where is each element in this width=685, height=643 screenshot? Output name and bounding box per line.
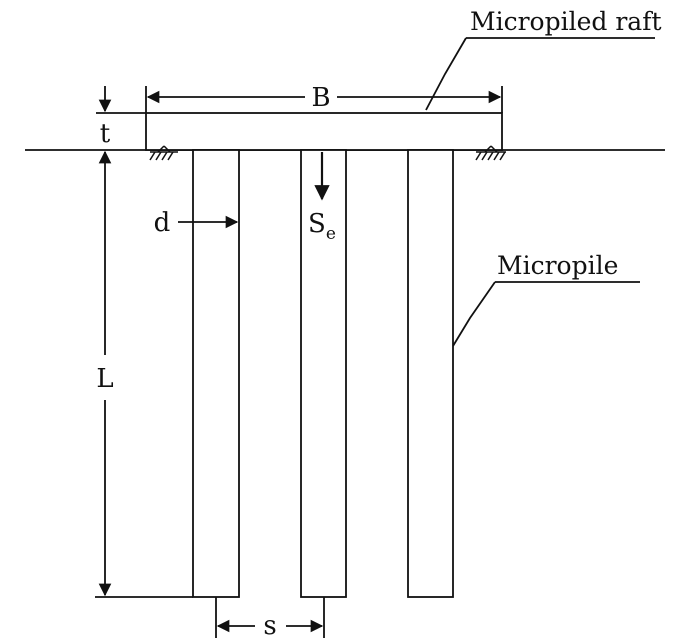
pile-callout-leader <box>452 281 496 347</box>
micropile-left <box>192 149 240 598</box>
pile-length-label: L <box>96 364 113 394</box>
raft-width-label: B <box>311 83 330 113</box>
micropile-right <box>407 149 454 598</box>
raft-callout-leader <box>425 37 467 111</box>
raft-slab <box>145 112 503 151</box>
support-hatch-right <box>475 145 506 161</box>
support-hatch-left <box>149 145 178 161</box>
settlement-subscript: e <box>326 224 336 244</box>
pile-diameter-label: d <box>154 208 171 238</box>
raft-thickness-label: t <box>100 119 111 149</box>
pile-spacing-label: s <box>263 611 276 641</box>
settlement-main-text: S <box>308 209 326 239</box>
pile-callout-label: Micropile <box>497 251 618 280</box>
raft-callout-label: Micropiled raft <box>470 7 662 36</box>
settlement-label: Se <box>308 209 336 244</box>
